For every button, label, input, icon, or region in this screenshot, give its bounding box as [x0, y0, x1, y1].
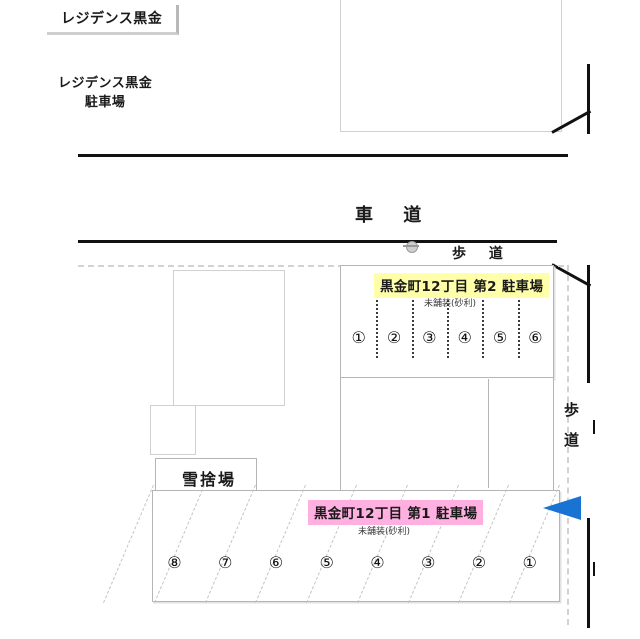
- parking-space-divider: [482, 280, 485, 358]
- parking-space-number[interactable]: ⑥: [528, 328, 543, 347]
- parking-space-divider: [376, 280, 379, 358]
- sidewalk-label-right-char2: 道: [564, 431, 580, 449]
- parking-space-number[interactable]: ①: [522, 553, 537, 572]
- utility-pole-icon: [406, 241, 418, 253]
- building-outline-small: [150, 405, 196, 455]
- road-east-edge-middle: [587, 265, 590, 383]
- residence-parking-label-line1: レジデンス黒金: [58, 76, 153, 91]
- snow-dump-area: [155, 458, 257, 495]
- parking-space-number[interactable]: ③: [420, 553, 436, 572]
- residence-parking-label-line2: 駐車場: [84, 95, 126, 110]
- parking-space-number[interactable]: ②: [386, 328, 402, 347]
- sidewalk-label-top: 歩 道: [452, 246, 512, 262]
- sidewalk-label-right: 歩 道: [564, 395, 579, 455]
- sidewalk-label-right-char1: 歩: [564, 401, 580, 419]
- sidewalk-edge-horizontal: [78, 265, 564, 267]
- driveway-lane: [340, 377, 554, 492]
- parking-lot-1[interactable]: ⑧ ⑦ ⑥ ⑤ ④ ③ ② ①: [103, 484, 560, 604]
- driveway-divider: [488, 379, 489, 488]
- parking-space-number[interactable]: ④: [457, 328, 472, 347]
- parking-lot-2-surface-note: 未舗装(砂利): [424, 299, 477, 309]
- road-east-edge-upper: [587, 64, 590, 134]
- road-label: 車 道: [355, 205, 434, 226]
- building-outline-center: [173, 270, 285, 406]
- parking-lot-1-banner: 黒金町12丁目 第1 駐車場: [308, 500, 484, 525]
- parking-space-divider: [255, 484, 307, 604]
- parking-space-number[interactable]: ⑤: [492, 328, 508, 347]
- parking-space-divider: [103, 484, 154, 604]
- entrance-arrow-icon: [543, 496, 581, 520]
- parking-space-number[interactable]: ⑤: [319, 553, 334, 572]
- parking-space-number[interactable]: ①: [351, 328, 366, 347]
- residence-building-outline: [340, 0, 562, 132]
- parking-lot-1-surface-note: 未舗装(砂利): [358, 527, 411, 537]
- road-tick-lower: [593, 562, 595, 576]
- road-east-edge-lower: [587, 518, 590, 628]
- parking-space-number[interactable]: ②: [471, 553, 487, 572]
- parking-space-number[interactable]: ⑧: [167, 553, 182, 572]
- snow-dump-label: 雪捨場: [182, 470, 237, 489]
- parking-space-number[interactable]: ⑦: [217, 553, 233, 572]
- road-south-edge: [78, 240, 557, 243]
- parking-space-number[interactable]: ④: [370, 553, 385, 572]
- road-north-edge: [78, 154, 568, 157]
- parking-space-divider: [153, 484, 205, 604]
- parking-space-divider: [447, 280, 449, 358]
- parking-space-number[interactable]: ⑥: [268, 553, 284, 572]
- road-tick-upper: [593, 420, 595, 434]
- parking-space-divider: [411, 280, 414, 358]
- residence-parking-label: レジデンス黒金 駐車場: [58, 74, 152, 112]
- utility-pole-icon-bar: [403, 245, 419, 247]
- sidewalk-edge-vertical: [567, 265, 569, 625]
- residence-title-box: レジデンス黒金: [47, 5, 180, 35]
- parking-lot-2-banner: 黒金町12丁目 第2 駐車場: [374, 273, 550, 298]
- parking-space-divider: [204, 484, 256, 604]
- parking-space-divider: [517, 280, 520, 358]
- parking-space-number[interactable]: ③: [422, 328, 437, 347]
